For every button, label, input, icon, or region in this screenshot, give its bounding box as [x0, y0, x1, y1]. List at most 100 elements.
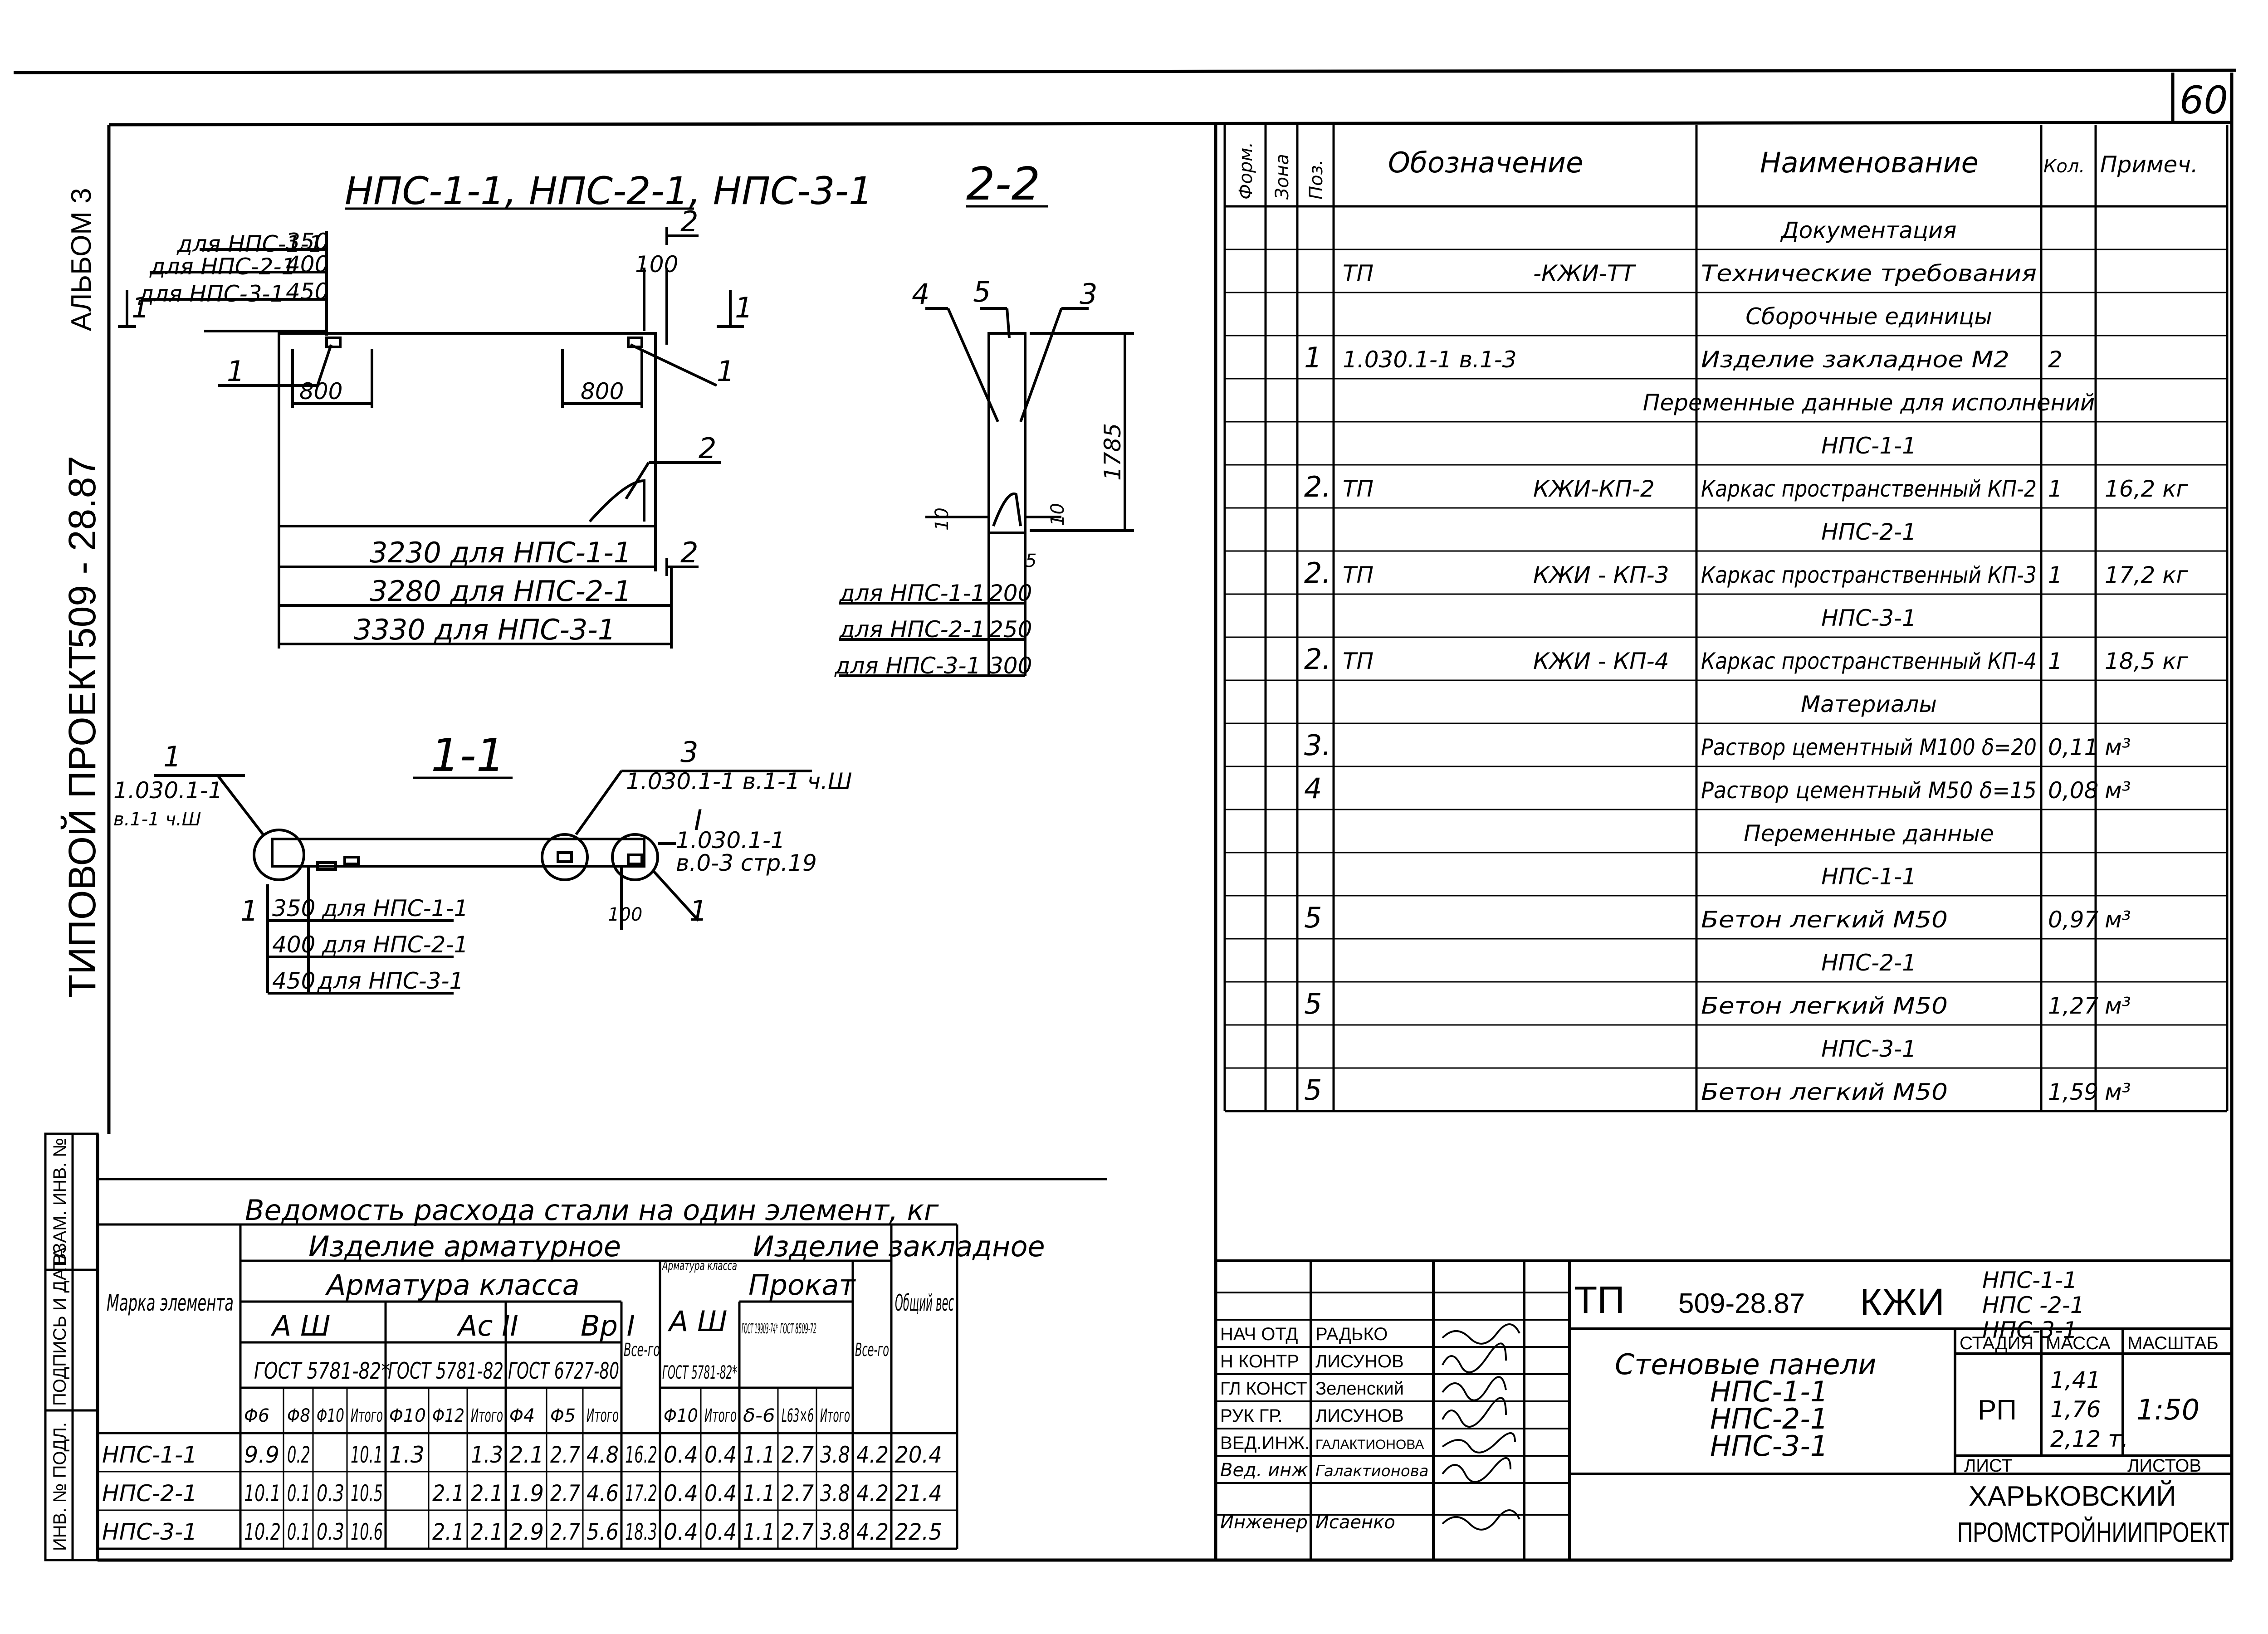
steel-col-8: Φ5	[550, 1405, 576, 1426]
cut-2-bottom: 2	[680, 536, 698, 569]
section-2-10a: 10	[932, 507, 953, 531]
side-label-sign: ПОДПИСЬ И ДАТА	[50, 1247, 70, 1406]
dim-left-val-1: 350	[286, 229, 329, 255]
spec-name-11: Материалы	[1801, 691, 1937, 717]
section-2-wv1: 200	[989, 580, 1032, 606]
callI-ref: 1.030.1-1	[676, 827, 785, 854]
spec-desig2-1: -КЖИ-ТТ	[1533, 260, 1636, 287]
steel-h-total: Общий вес	[895, 1290, 954, 1316]
steel-row-1-c7: 1.9	[509, 1480, 544, 1507]
spec-name-5: НПС-1-1	[1821, 433, 1916, 459]
person-0: РАДЬКО	[1315, 1324, 1388, 1344]
tb-mass-0: 1,41	[2050, 1367, 2101, 1393]
steel-h-arm: Изделие арматурное	[308, 1230, 621, 1263]
steel-row-0-c6: 1.3	[471, 1442, 503, 1468]
steel-col-14: L63×6	[782, 1405, 814, 1426]
side-code: 509 - 28.87	[61, 456, 103, 649]
spec-h-desig: Обозначение	[1388, 146, 1583, 179]
spec-name-1: Технические требования	[1701, 260, 2037, 287]
spec-qty-20: 1,59	[2048, 1079, 2098, 1105]
steel-col-6: Итого	[471, 1405, 503, 1426]
steel-row-1-c9: 4.6	[587, 1480, 619, 1507]
spec-desig-8: ТП	[1343, 562, 1374, 588]
role-0: НАЧ ОТД	[1220, 1324, 1298, 1344]
spec-h-pos: Поз.	[1306, 159, 1327, 200]
spec-name-12: Раствор цементный М100 δ=20	[1701, 734, 2037, 761]
steel-row-1-c3: 10.5	[351, 1480, 383, 1507]
mark-1c: 1	[689, 894, 707, 927]
tb-name-mark-1: НПС-2-1	[1710, 1402, 1828, 1435]
steel-row-2-c12: 0.4	[704, 1519, 737, 1545]
section-2-wv3: 300	[989, 653, 1032, 679]
steel-h-vse2: Все-го	[855, 1340, 889, 1361]
steel-row-1-c10: 17.2	[625, 1480, 657, 1507]
tb-mark-1: НПС -2-1	[1982, 1292, 2085, 1318]
steel-title: Ведомость расхода стали на один элемент,…	[245, 1194, 939, 1227]
mark-1-right: 1	[717, 355, 734, 388]
role-1: Н КОНТР	[1220, 1351, 1299, 1371]
tb-name-mark-2: НПС-3-1	[1710, 1429, 1828, 1463]
steel-h-prokat: Прокат	[748, 1268, 856, 1302]
steel-row-2-c0: 10.2	[244, 1519, 281, 1545]
dim-left-1: для НПС-1-1	[176, 231, 323, 257]
steel-row-0-c16: 4.2	[856, 1442, 889, 1468]
steel-row-1-c12: 0.4	[704, 1480, 737, 1507]
spec-desig-6: ТП	[1343, 476, 1374, 502]
call3-ref: 1.030.1-1 в.1-1 ч.Ш	[626, 768, 852, 795]
spec-desig-3: 1.030.1-1 в.1-3	[1343, 346, 1517, 373]
section-2-mark-4: 4	[912, 278, 929, 311]
spec-qty-8: 1	[2048, 562, 2063, 588]
dim-top-100: 100	[635, 251, 678, 278]
steel-row-0-c15: 3.8	[820, 1442, 850, 1468]
spec-h-note: Примеч.	[2100, 151, 2198, 178]
tb-mass-1: 1,76	[2050, 1396, 2101, 1423]
tb-name: Стеновые панели	[1615, 1348, 1877, 1381]
steel-table: Ведомость расхода стали на один элемент,…	[98, 1178, 1107, 1550]
mark-2: 2	[699, 432, 716, 465]
steel-col-4: Φ10	[389, 1405, 426, 1426]
steel-h-ac2: Ас II	[456, 1309, 518, 1342]
spec-note-16: м³	[2105, 907, 2131, 933]
steel-col-12: Итого	[704, 1405, 737, 1426]
steel-h-zakl-a3: А Ш	[667, 1305, 727, 1338]
spec-pos-13: 4	[1304, 772, 1322, 805]
spec-name-16: Бетон легкий М50	[1701, 907, 1948, 933]
steel-h-vp1: Вр I	[581, 1309, 635, 1342]
s1-row-2: для НПС-2-1	[322, 932, 468, 958]
s1-val-2: 400	[272, 932, 315, 958]
role-6: Инженер	[1220, 1512, 1308, 1533]
steel-col-5: Φ12	[432, 1405, 464, 1426]
steel-row-2-c10: 18.3	[625, 1519, 657, 1545]
dim-left-3: для НПС-3-1	[138, 281, 284, 307]
tb-sheets-h: ЛИСТОВ	[2127, 1456, 2201, 1476]
steel-col-11: Φ10	[664, 1405, 698, 1426]
steel-row-1-c15: 3.8	[820, 1480, 850, 1507]
steel-h-class: Арматура класса	[325, 1268, 580, 1302]
signatures	[1442, 1323, 1520, 1531]
spec-qty-6: 1	[2048, 476, 2063, 502]
steel-row-2-c7: 2.9	[509, 1519, 544, 1545]
steel-row-0-c13: 1.1	[743, 1442, 775, 1468]
steel-h-zakl: Изделие закладное	[753, 1230, 1045, 1263]
steel-row-1-c8: 2.7	[550, 1480, 580, 1507]
section-2-w3: для НПС-3-1	[834, 653, 981, 679]
spec-pos-3: 1	[1304, 341, 1322, 374]
spec-name-2: Сборочные единицы	[1745, 303, 1992, 330]
tb-mass-h: МАССА	[2046, 1333, 2111, 1353]
steel-row-0-c8: 2.7	[550, 1442, 580, 1468]
steel-h-prokat-g1: ГОСТ 19903-74*	[742, 1321, 778, 1337]
spec-qty-12: 0,11	[2048, 734, 2098, 761]
mark-1-left: 1	[227, 355, 244, 388]
spec-name-0: Документация	[1780, 217, 1957, 244]
steel-col-2: Φ10	[317, 1405, 344, 1426]
role-2: ГЛ КОНСТ	[1220, 1379, 1307, 1399]
dim-800-a: 800	[299, 378, 342, 405]
spec-name-4: Переменные данные для исполнений	[1643, 390, 2095, 416]
steel-col-3: Итого	[351, 1405, 383, 1426]
side-project: ТИПОВОЙ ПРОЕКТ	[61, 646, 103, 998]
spec-name-20: Бетон легкий М50	[1701, 1079, 1948, 1105]
steel-row-0-c11: 0.4	[664, 1442, 698, 1468]
spec-name-10: Каркас пространственный КП-4	[1701, 648, 2037, 674]
spec-name-17: НПС-2-1	[1821, 950, 1916, 976]
